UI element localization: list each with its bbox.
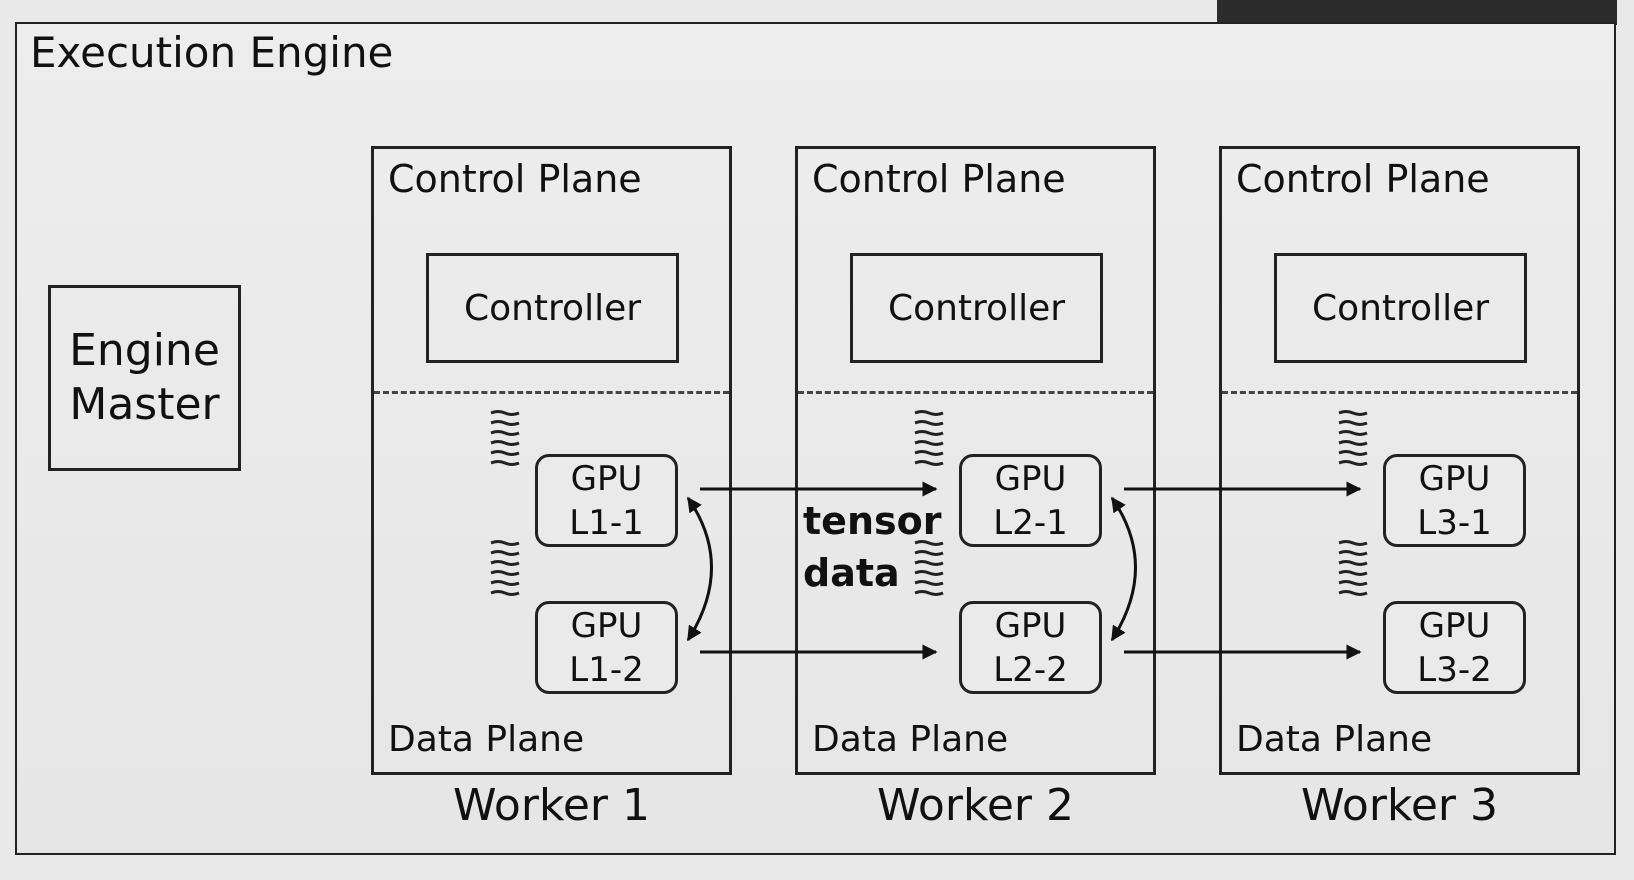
gpu-l2-1: GPU L2-1 bbox=[959, 454, 1102, 547]
gpu-l1-2: GPU L1-2 bbox=[535, 601, 678, 694]
gpu-id: L1-2 bbox=[569, 649, 644, 690]
worker-1-label: Worker 1 bbox=[453, 780, 650, 831]
gpu-id: L2-2 bbox=[993, 649, 1068, 690]
gpu-label: GPU bbox=[1418, 605, 1491, 646]
engine-master-line2: Master bbox=[69, 379, 220, 430]
gpu-id: L3-1 bbox=[1417, 502, 1492, 543]
plane-divider bbox=[1222, 391, 1577, 394]
squiggle-icon bbox=[914, 410, 944, 466]
gpu-l3-1: GPU L3-1 bbox=[1383, 454, 1526, 547]
gpu-id: L2-1 bbox=[993, 502, 1068, 543]
controller-box: Controller bbox=[1274, 253, 1527, 363]
engine-master-line1: Engine bbox=[69, 325, 220, 376]
gpu-l1-1: GPU L1-1 bbox=[535, 454, 678, 547]
execution-engine-frame bbox=[15, 22, 1616, 855]
squiggle-icon bbox=[1338, 540, 1368, 596]
tensor-data-line1: tensor bbox=[803, 499, 942, 543]
squiggle-icon bbox=[490, 540, 520, 596]
squiggle-icon bbox=[1338, 410, 1368, 466]
gpu-l3-2: GPU L3-2 bbox=[1383, 601, 1526, 694]
control-plane-label: Control Plane bbox=[1236, 157, 1490, 201]
worker-1-box: Control Plane Controller GPU L1-1 GPU L1… bbox=[371, 146, 732, 775]
gpu-l2-2: GPU L2-2 bbox=[959, 601, 1102, 694]
worker-2-label: Worker 2 bbox=[877, 780, 1074, 831]
data-plane-label: Data Plane bbox=[388, 719, 585, 760]
engine-master-box: Engine Master bbox=[48, 285, 241, 471]
squiggle-icon bbox=[914, 540, 944, 596]
plane-divider bbox=[798, 391, 1153, 394]
gpu-label: GPU bbox=[994, 605, 1067, 646]
gpu-label: GPU bbox=[570, 605, 643, 646]
data-plane-label: Data Plane bbox=[1236, 719, 1433, 760]
plane-divider bbox=[374, 391, 729, 394]
squiggle-icon bbox=[490, 410, 520, 466]
gpu-label: GPU bbox=[994, 458, 1067, 499]
gpu-id: L3-2 bbox=[1417, 649, 1492, 690]
worker-2-box: Control Plane Controller GPU L2-1 GPU L2… bbox=[795, 146, 1156, 775]
data-plane-label: Data Plane bbox=[812, 719, 1009, 760]
gpu-label: GPU bbox=[1418, 458, 1491, 499]
worker-3-label: Worker 3 bbox=[1301, 780, 1498, 831]
control-plane-label: Control Plane bbox=[812, 157, 1066, 201]
gpu-id: L1-1 bbox=[569, 502, 644, 543]
worker-3-box: Control Plane Controller GPU L3-1 GPU L3… bbox=[1219, 146, 1580, 775]
arrow-l1-intra bbox=[686, 496, 713, 642]
tensor-data-line2: data bbox=[803, 551, 900, 595]
control-plane-label: Control Plane bbox=[388, 157, 642, 201]
tensor-data-label: tensor data bbox=[803, 495, 941, 599]
controller-box: Controller bbox=[850, 253, 1103, 363]
gpu-label: GPU bbox=[570, 458, 643, 499]
video-overlay-strip bbox=[1217, 0, 1617, 25]
execution-engine-title: Execution Engine bbox=[30, 28, 394, 77]
arrow-l2-intra bbox=[1110, 496, 1137, 642]
controller-box: Controller bbox=[426, 253, 679, 363]
